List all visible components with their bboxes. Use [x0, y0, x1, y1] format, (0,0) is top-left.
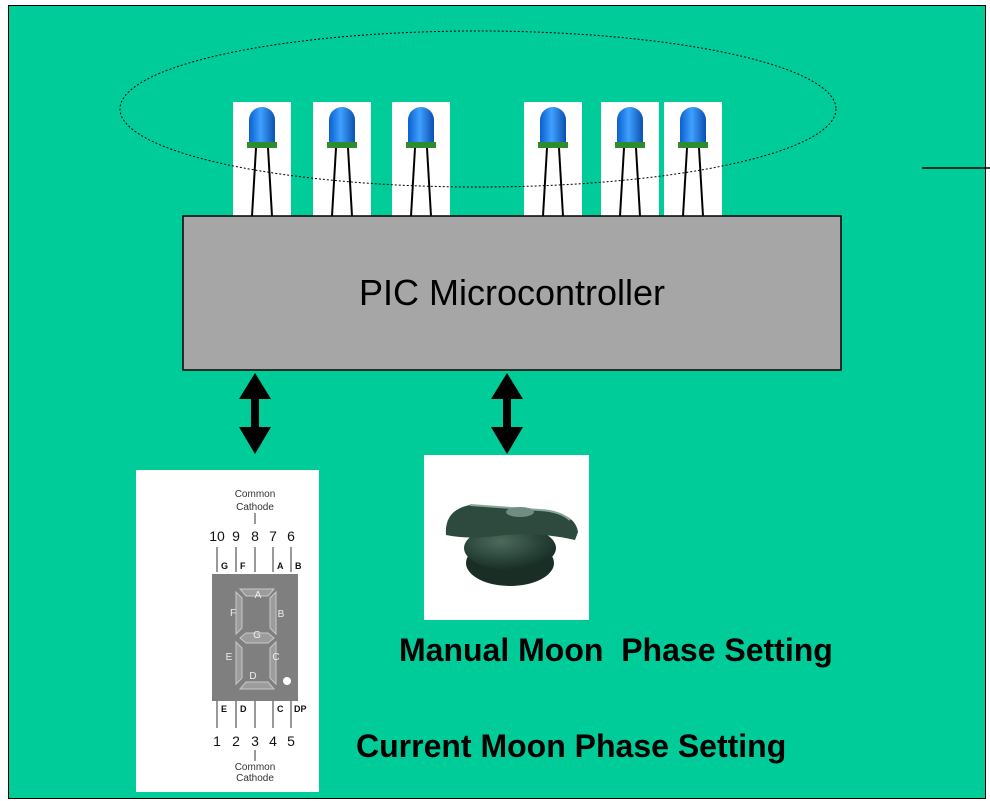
pin-5: 5	[287, 733, 295, 749]
slide-frame	[8, 5, 986, 799]
display-arrow	[239, 373, 271, 454]
pin-1: 1	[213, 733, 221, 749]
segment-pin-c: C	[277, 704, 284, 714]
led	[601, 102, 659, 217]
knob-arrow	[491, 373, 523, 454]
manual-phase-caption: Manual Moon Phase Setting	[399, 632, 833, 668]
led	[233, 102, 291, 217]
segment-e: E	[226, 652, 233, 663]
pin-7: 7	[269, 528, 277, 544]
led	[524, 102, 582, 217]
decimal-point	[283, 677, 291, 685]
top-common-label-2: Cathode	[236, 502, 274, 513]
pin-8: 8	[251, 528, 259, 544]
pin-6: 6	[287, 528, 295, 544]
bottom-common-label-2: Cathode	[236, 773, 274, 784]
segment-pin-e: E	[221, 704, 227, 714]
pin-10: 10	[209, 528, 225, 544]
led-array	[233, 102, 722, 217]
segment-pin-a: A	[277, 561, 284, 571]
segment-pin-g: G	[221, 561, 228, 571]
pin-4: 4	[269, 733, 277, 749]
microcontroller-label: PIC Microcontroller	[358, 272, 666, 313]
microcontroller-box	[182, 215, 842, 371]
led	[392, 102, 450, 217]
current-phase-caption: Current Moon Phase Setting	[356, 728, 787, 764]
segment-pin-b: B	[295, 561, 302, 571]
top-common-label-1: Common	[235, 489, 276, 500]
segment-f: F	[230, 608, 236, 619]
led	[313, 102, 371, 217]
segment-pin-dp: DP	[294, 704, 307, 714]
pin-9: 9	[232, 528, 240, 544]
segment-d: D	[249, 671, 256, 682]
segment-a: A	[255, 590, 262, 601]
pin-2: 2	[232, 733, 240, 749]
led-group-ellipse	[119, 30, 837, 188]
segment-pin-f: F	[240, 561, 246, 571]
led	[664, 102, 722, 217]
pin-3: 3	[251, 733, 259, 749]
segment-pin-d: D	[240, 704, 247, 714]
segment-b: B	[278, 609, 285, 620]
segment-g: G	[253, 630, 261, 641]
potentiometer-knob	[424, 455, 589, 620]
bottom-common-label-1: Common	[235, 762, 276, 773]
segment-c: C	[272, 652, 279, 663]
seven-segment-display: Common Cathode 10 9 8 7 6 G F A B	[136, 470, 319, 792]
